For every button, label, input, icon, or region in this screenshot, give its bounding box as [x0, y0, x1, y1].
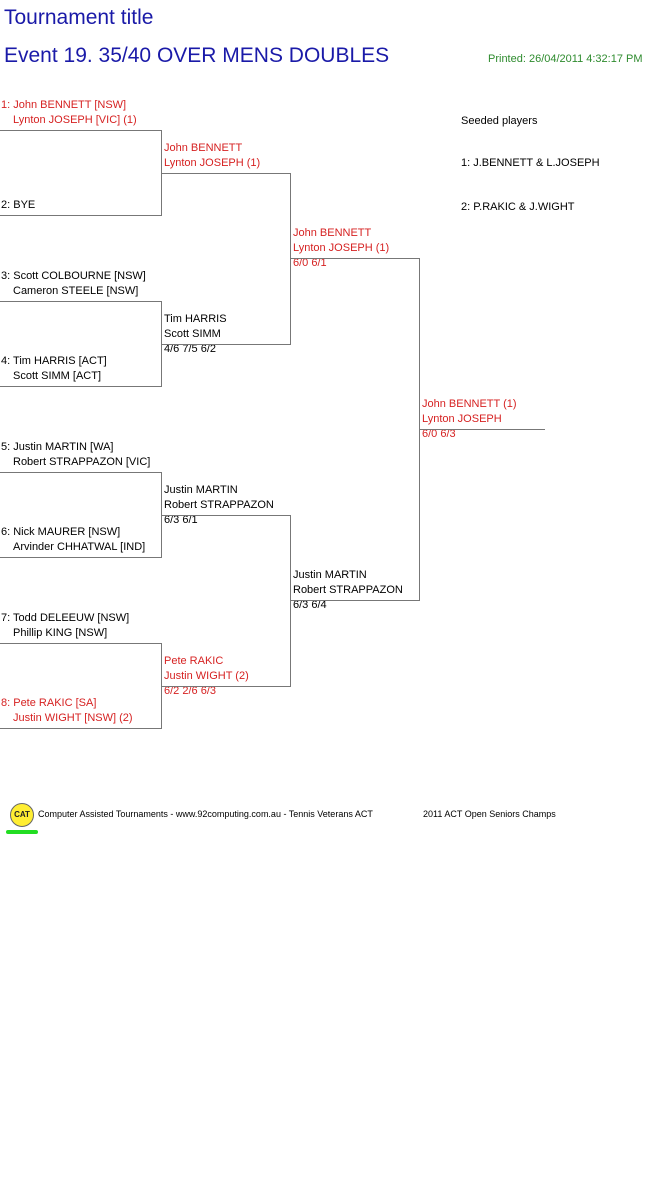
- score-r2-3: 6/3 6/1: [164, 514, 198, 526]
- entry-r1-1-line2: Lynton JOSEPH [VIC] (1): [13, 114, 137, 126]
- entry-r1-7-line1: 7: Todd DELEEUW [NSW]: [1, 612, 130, 624]
- bracket-connector-r2-2: [290, 515, 291, 687]
- bracket-line-r1-6: [0, 557, 161, 558]
- entry-r2-3-line1: Justin MARTIN: [164, 484, 238, 496]
- score-r3-1: 6/0 6/1: [293, 257, 327, 269]
- score-r3-2: 6/3 6/4: [293, 599, 327, 611]
- footer-event-name: 2011 ACT Open Seniors Champs: [423, 809, 556, 819]
- bracket-line-r2-2: [161, 344, 291, 345]
- entry-r1-8-line2: Justin WIGHT [NSW] (2): [13, 712, 133, 724]
- entry-r1-7-line2: Phillip KING [NSW]: [13, 627, 108, 639]
- bracket-line-r1-3: [0, 301, 161, 302]
- entry-r2-1-line2: Lynton JOSEPH (1): [164, 157, 261, 169]
- entry-r1-3-line2: Cameron STEELE [NSW]: [13, 285, 139, 297]
- entry-r2-2-line2: Scott SIMM: [164, 328, 221, 340]
- event-title: Event 19. 35/40 OVER MENS DOUBLES: [4, 44, 390, 67]
- footer-credit: Computer Assisted Tournaments - www.92co…: [38, 809, 373, 819]
- bracket-line-r1-7: [0, 643, 161, 644]
- bracket-line-r2-1: [161, 173, 291, 174]
- entry-r1-5-line1: 5: Justin MARTIN [WA]: [1, 441, 114, 453]
- bracket-line-r2-4: [161, 686, 291, 687]
- entry-r2-1-line1: John BENNETT: [164, 142, 243, 154]
- entry-r2-3-line2: Robert STRAPPAZON: [164, 499, 274, 511]
- seeded-item-1: 1: J.BENNETT & L.JOSEPH: [461, 157, 600, 169]
- bracket-line-r1-2: [0, 215, 161, 216]
- logo-underline: [6, 830, 38, 834]
- entry-r3-2-line2: Robert STRAPPAZON: [293, 584, 403, 596]
- entry-r1-3-line1: 3: Scott COLBOURNE [NSW]: [1, 270, 146, 282]
- winner-line1: John BENNETT (1): [422, 398, 517, 410]
- entry-r1-2-line1: 2: BYE: [1, 199, 36, 211]
- bracket-line-r2-3: [161, 515, 291, 516]
- score-r2-4: 6/2 2/6 6/3: [164, 685, 216, 697]
- entry-r2-4-line1: Pete RAKIC: [164, 655, 224, 667]
- bracket-line-r1-4: [0, 386, 161, 387]
- bracket-line-final: [419, 429, 545, 430]
- winner-score: 6/0 6/3: [422, 428, 456, 440]
- bracket-line-r3-2: [290, 600, 420, 601]
- entry-r3-1-line2: Lynton JOSEPH (1): [293, 242, 390, 254]
- entry-r1-8-line1: 8: Pete RAKIC [SA]: [1, 697, 97, 709]
- seeded-item-2: 2: P.RAKIC & J.WIGHT: [461, 201, 575, 213]
- entry-r1-6-line2: Arvinder CHHATWAL [IND]: [13, 541, 146, 553]
- entry-r1-6-line1: 6: Nick MAURER [NSW]: [1, 526, 121, 538]
- entry-r1-5-line2: Robert STRAPPAZON [VIC]: [13, 456, 151, 468]
- seeded-heading: Seeded players: [461, 115, 538, 127]
- score-r2-2: 4/6 7/5 6/2: [164, 343, 216, 355]
- bracket-line-r1-5: [0, 472, 161, 473]
- tournament-title: Tournament title: [4, 6, 154, 29]
- entry-r2-4-line2: Justin WIGHT (2): [164, 670, 249, 682]
- bracket-line-r1-8: [0, 728, 161, 729]
- cat-logo-icon: CAT: [10, 803, 34, 827]
- entry-r1-1-line1: 1: John BENNETT [NSW]: [1, 99, 127, 111]
- entry-r1-4-line2: Scott SIMM [ACT]: [13, 370, 102, 382]
- entry-r3-1-line1: John BENNETT: [293, 227, 372, 239]
- bracket-line-r3-1: [290, 258, 420, 259]
- printed-timestamp: Printed: 26/04/2011 4:32:17 PM: [488, 53, 643, 65]
- winner-line2: Lynton JOSEPH: [422, 413, 502, 425]
- entry-r1-4-line1: 4: Tim HARRIS [ACT]: [1, 355, 107, 367]
- bracket-connector-r2-1: [290, 173, 291, 345]
- bracket-line-r1-1: [0, 130, 161, 131]
- entry-r3-2-line1: Justin MARTIN: [293, 569, 367, 581]
- entry-r2-2-line1: Tim HARRIS: [164, 313, 227, 325]
